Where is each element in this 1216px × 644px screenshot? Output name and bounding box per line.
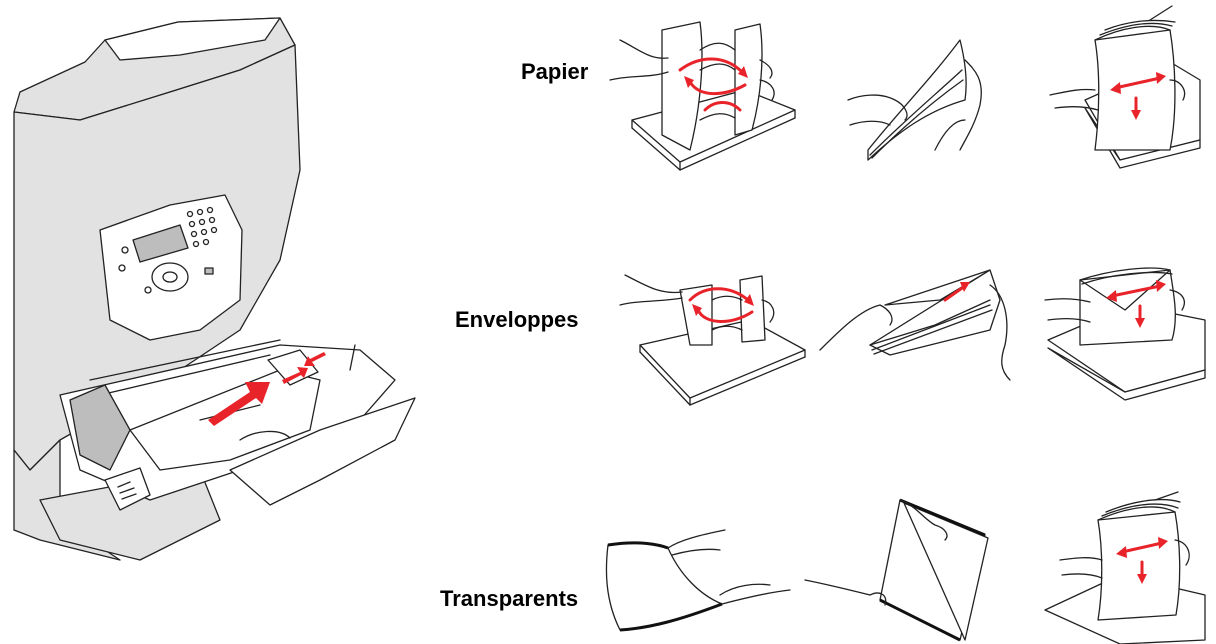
transparency-align-icon bbox=[1045, 492, 1205, 644]
paper-label: Papier bbox=[521, 59, 588, 85]
paper-fan-icon bbox=[848, 40, 981, 160]
transparencies-label: Transparents bbox=[440, 586, 578, 612]
paper-flex-icon bbox=[610, 22, 795, 170]
envelopes-label: Enveloppes bbox=[455, 307, 578, 333]
transparency-fan-icon bbox=[805, 500, 988, 640]
paper-align-icon bbox=[1050, 6, 1200, 168]
envelope-flex-icon bbox=[620, 275, 805, 405]
transparency-flex-icon bbox=[606, 530, 790, 630]
envelope-fan-icon bbox=[820, 270, 1010, 380]
envelope-align-icon bbox=[1045, 268, 1205, 400]
printer-multipurpose-feeder-illustration bbox=[14, 18, 415, 560]
